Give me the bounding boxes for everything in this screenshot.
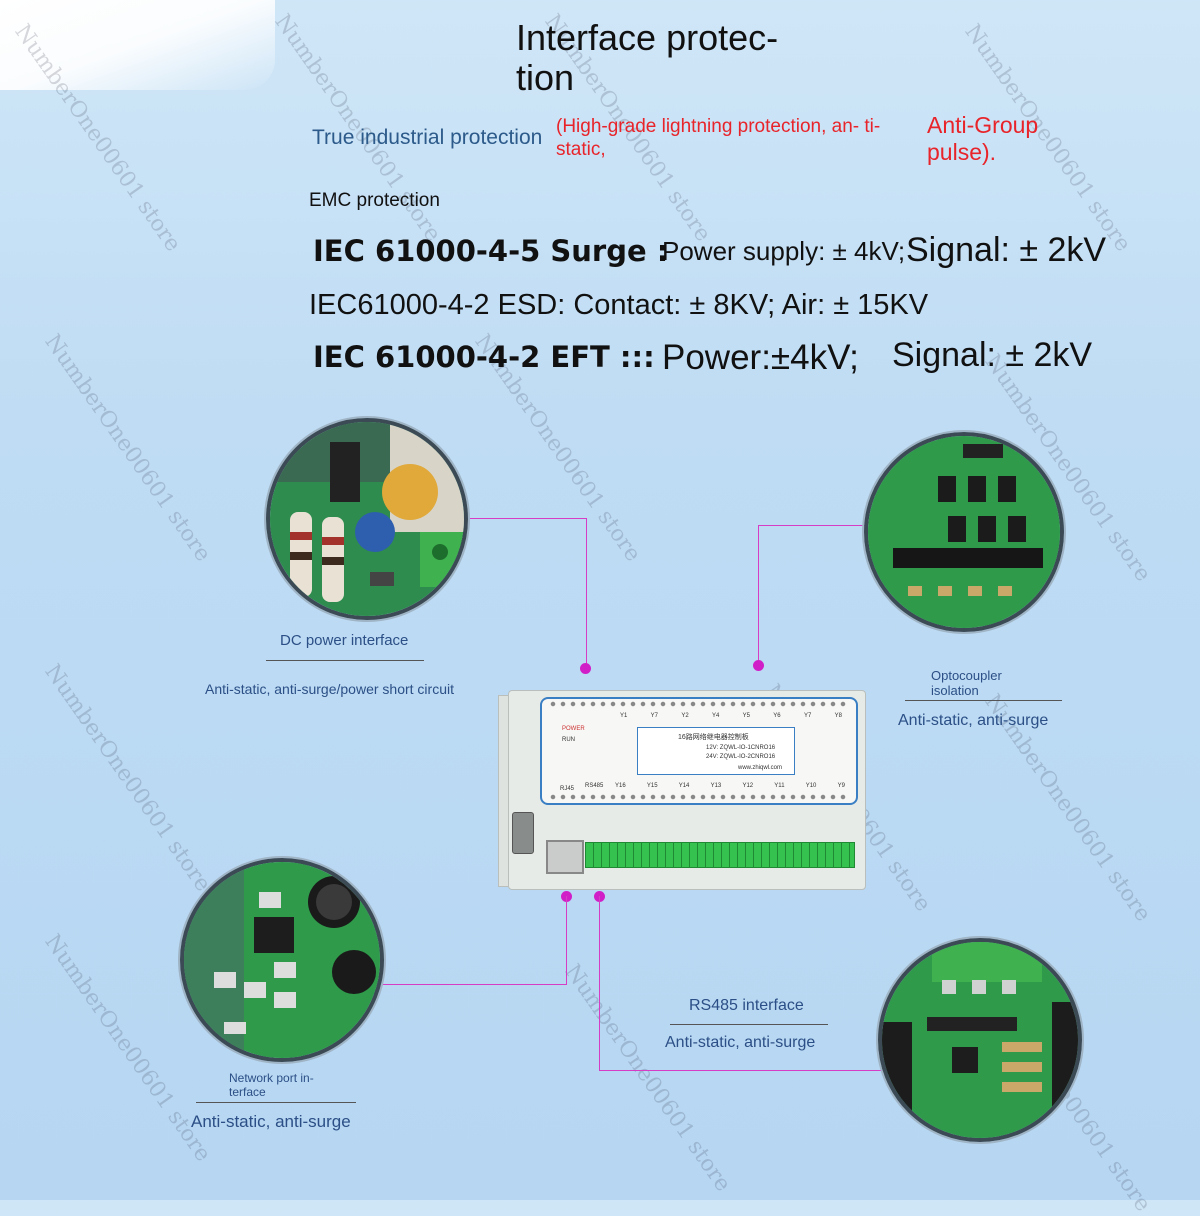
pin-label: Y5 xyxy=(742,713,750,719)
pin-label: Y14 xyxy=(678,783,690,789)
pin-label: Y11 xyxy=(774,783,785,789)
rs485-closeup xyxy=(878,938,1082,1142)
terminal-block xyxy=(585,842,855,868)
divider xyxy=(670,1024,828,1025)
power-indicator-label: POWER xyxy=(562,726,585,732)
optocoupler-detail: Anti-static, anti-surge xyxy=(898,712,1049,729)
optocoupler-closeup xyxy=(864,432,1064,632)
rs485-label: RS485 interface xyxy=(689,997,804,1014)
network-port-label: Network port in- terface xyxy=(229,1071,314,1099)
pcb-closeup-icon xyxy=(868,436,1060,628)
device-label-line1: 12V: ZQWL-IO-1CNRO16 xyxy=(706,745,776,751)
watermark: NumberOne00601 store xyxy=(39,330,216,567)
subtitle-red-detail: (High-grade lightning protection, an- ti… xyxy=(556,116,881,160)
connector-line xyxy=(758,525,866,526)
spec-esd: IEC61000-4-2 ESD: Contact: ± 8KV; Air: ±… xyxy=(309,289,929,321)
pin-label: Y7 xyxy=(650,713,658,719)
dc-power-closeup xyxy=(266,418,468,620)
watermark: NumberOne00601 store xyxy=(559,960,736,1197)
rj45-port xyxy=(546,840,584,874)
divider xyxy=(266,660,424,661)
pin-label: Y7 xyxy=(803,713,812,719)
divider xyxy=(905,700,1062,701)
spec-surge-signal: Signal: ± 2kV xyxy=(906,231,1107,269)
connector-dot xyxy=(753,660,764,671)
rs485-port-label: RS485 xyxy=(585,783,604,789)
spec-surge-power: Power supply: ± 4kV; xyxy=(662,236,906,266)
connector-line xyxy=(599,1070,885,1071)
run-indicator-label: RUN xyxy=(562,737,575,743)
optocoupler-label: Optocoupler isolation xyxy=(931,668,1002,698)
top-pin-row: Y1 Y7 Y2 Y4 Y5 Y6 Y7 Y8 xyxy=(620,713,842,719)
page-title: Interface protec- tion xyxy=(516,17,779,98)
pin-label: Y12 xyxy=(742,783,754,789)
emc-heading: EMC protection xyxy=(309,190,440,211)
connector-line xyxy=(464,518,586,519)
divider xyxy=(196,1102,356,1103)
pin-label: Y15 xyxy=(646,783,658,789)
rj45-label: RJ45 xyxy=(560,786,575,792)
pin-label: Y2 xyxy=(681,713,689,719)
connector-line xyxy=(566,896,567,984)
connector-line xyxy=(758,525,759,665)
spec-eft-label: IEC 61000-4-2 EFT ::: xyxy=(313,340,655,374)
rs485-detail: Anti-static, anti-surge xyxy=(665,1034,816,1051)
spec-surge-label: IEC 61000-4-5 Surge : xyxy=(313,234,669,268)
pin-label: Y16 xyxy=(615,783,626,789)
bottom-pin-row: Y16 Y15 Y14 Y13 Y12 Y11 Y10 Y9 xyxy=(615,783,845,789)
network-port-detail: Anti-static, anti-surge xyxy=(191,1112,351,1131)
connector-line xyxy=(586,518,587,668)
device-label: 16路网络继电器控制板 12V: ZQWL-IO-1CNRO16 24V: ZQ… xyxy=(637,727,795,775)
spec-eft-signal: Signal: ± 2kV xyxy=(892,336,1093,374)
pin-label: Y13 xyxy=(710,783,722,789)
device-label-title: 16路网络继电器控制板 xyxy=(678,734,749,741)
top-terminal-dots xyxy=(548,700,848,708)
connector-line xyxy=(599,896,600,1070)
db9-port xyxy=(512,812,534,854)
device-label-line2: 24V: ZQWL-IO-2CNRO16 xyxy=(706,754,776,760)
subtitle-red-detail-2: Anti-Group pulse). xyxy=(927,112,1039,165)
connector-dot xyxy=(580,663,591,674)
pin-label: Y9 xyxy=(837,783,845,789)
dc-power-label: DC power interface xyxy=(280,632,409,649)
spec-eft-power: Power:±4kV; xyxy=(662,338,859,377)
pin-label: Y10 xyxy=(805,783,817,789)
dc-power-detail: Anti-static, anti-surge/power short circ… xyxy=(205,681,454,697)
pcb-closeup-icon xyxy=(184,862,380,1058)
pin-label: Y4 xyxy=(711,713,720,719)
pin-label: Y6 xyxy=(773,713,781,719)
network-port-closeup xyxy=(180,858,384,1062)
pcb-closeup-icon xyxy=(270,422,464,616)
corner-glow xyxy=(0,0,275,90)
bottom-terminal-dots xyxy=(548,793,848,801)
device-label-footer: www.zhiqwl.com xyxy=(738,765,783,771)
pin-label: Y8 xyxy=(834,713,842,719)
pcb-closeup-icon xyxy=(882,942,1078,1138)
subtitle-main: True industrial protection xyxy=(312,126,543,149)
pin-label: Y1 xyxy=(620,713,628,719)
connector-line xyxy=(382,984,567,985)
watermark: NumberOne00601 store xyxy=(39,660,216,897)
